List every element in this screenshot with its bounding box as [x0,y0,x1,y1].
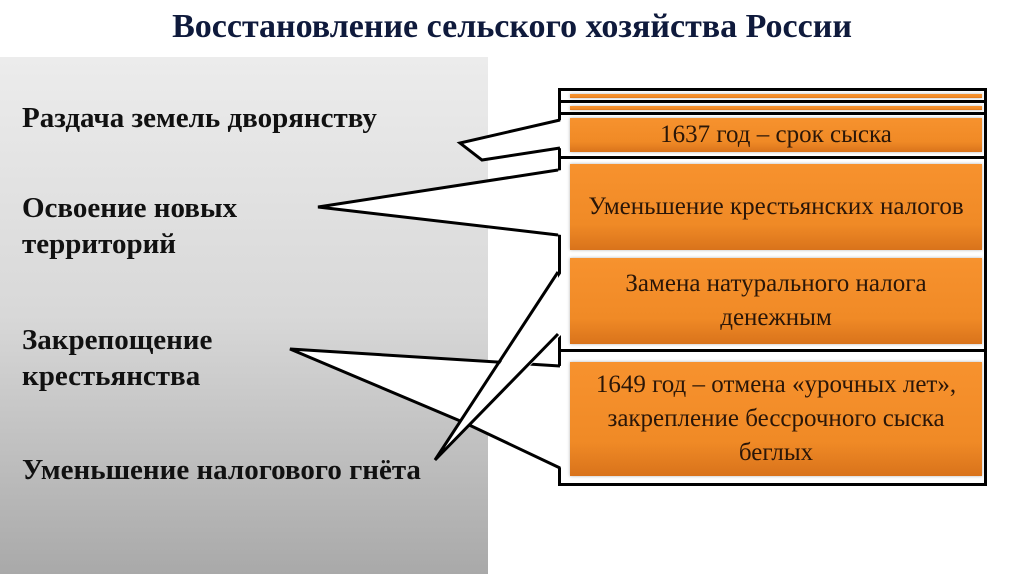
slide-title: Восстановление сельского хозяйства Росси… [172,8,852,45]
left-panel [0,57,488,574]
item-land-distribution: Раздача земель дворянству [22,102,377,134]
callout-1649: 1649 год – отмена «урочных лет», закрепл… [570,362,982,476]
item-serfdom: Закрепощение крестьянства [22,324,213,392]
orange-strip [570,106,982,110]
callout-1637: 1637 год – срок сыска [570,118,982,152]
callout-tax-reduction: Уменьшение крестьянских налогов [570,164,982,250]
callout-tax-replacement: Замена натурального налога денежным [570,258,982,344]
item-new-territories: Освоение новых территорий [22,192,238,260]
orange-strip [570,94,982,98]
item-tax-burden: Уменьшение налогового гнёта [22,454,421,486]
